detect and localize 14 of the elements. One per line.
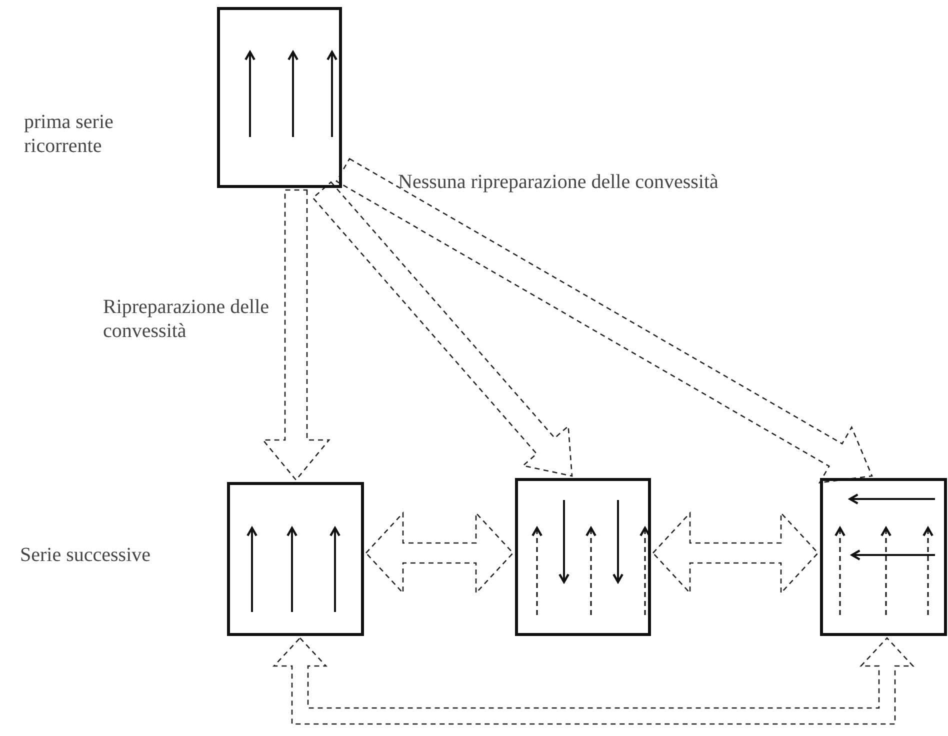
series-caption: Serie successive bbox=[20, 543, 152, 567]
edge-label: Ripreparazione delle convessità bbox=[103, 295, 270, 343]
series-box bbox=[227, 482, 364, 636]
series-box bbox=[515, 478, 651, 636]
series-box bbox=[217, 7, 342, 188]
note-text: prima serie ricorrente bbox=[24, 110, 114, 158]
block-arrow bbox=[312, 181, 573, 477]
double-block-arrow bbox=[652, 511, 819, 595]
series-box bbox=[820, 478, 947, 636]
double-block-arrow bbox=[365, 511, 514, 595]
note-text: Nessuna ripreparazione delle convessità bbox=[398, 170, 720, 194]
double-block-arrow bbox=[272, 637, 914, 725]
block-arrow bbox=[336, 158, 873, 484]
block-arrow bbox=[262, 189, 330, 482]
